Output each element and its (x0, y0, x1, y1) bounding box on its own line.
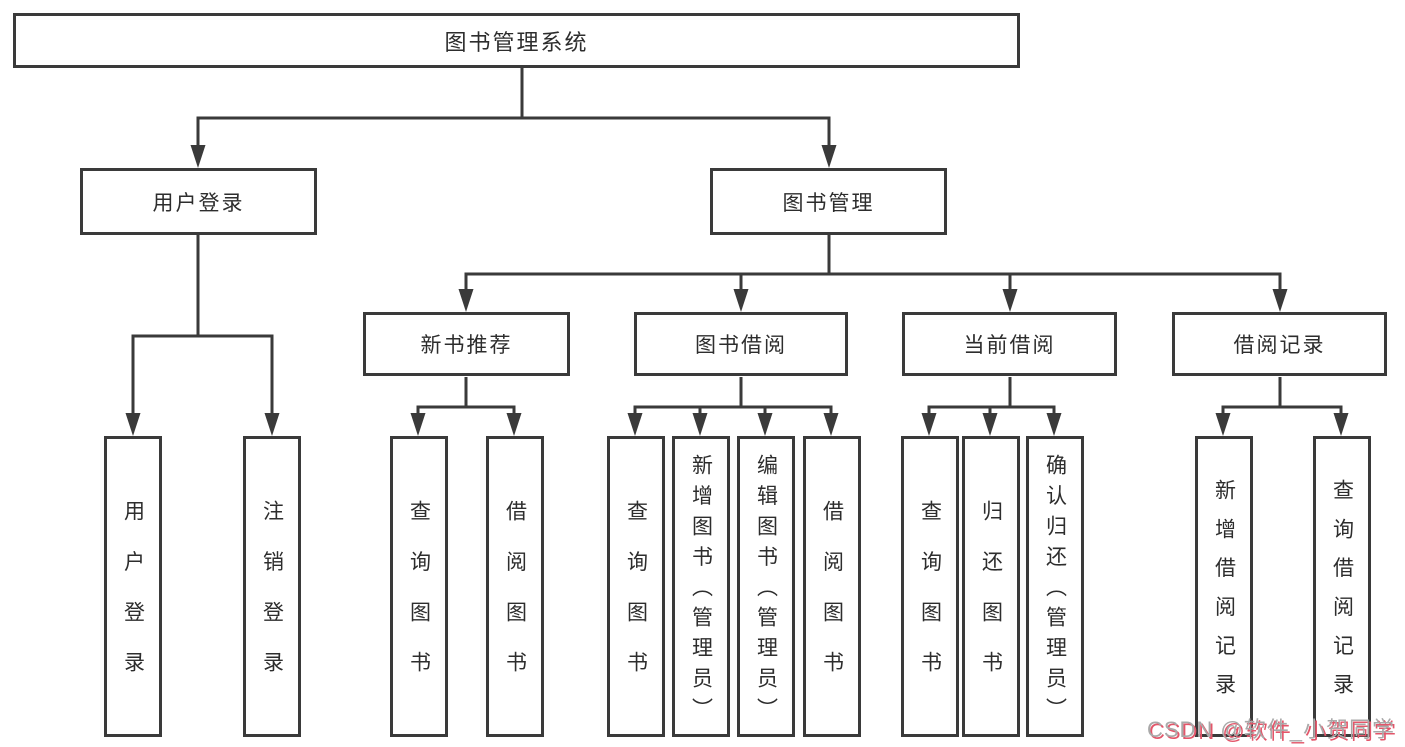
node-borrowing-records: 借阅记录 (1172, 312, 1387, 376)
leaf-query-book-borrow: 查询图书 (607, 436, 665, 737)
leaf-query-book-recommend: 查询图书 (390, 436, 448, 737)
node-label: 新书推荐 (420, 334, 513, 357)
node-label: 图书借阅 (695, 334, 787, 357)
leaf-query-borrow-record: 查询借阅记录 (1313, 436, 1371, 737)
node-label: 图书管理 (782, 191, 875, 215)
leaf-add-book-admin: 新增图书（管理员） (672, 436, 730, 737)
leaf-confirm-return-admin: 确认归还（管理员） (1026, 436, 1084, 737)
node-label: 借阅记录 (1233, 334, 1326, 357)
node-label: 当前借阅 (963, 334, 1056, 357)
leaf-return-book: 归还图书 (962, 436, 1020, 737)
node-label: 用户登录 (152, 191, 245, 215)
leaf-edit-book-admin: 编辑图书（管理员） (737, 436, 795, 737)
node-user-login: 用户登录 (80, 168, 317, 235)
node-label: 图书管理系统 (444, 29, 589, 55)
leaf-borrow-book: 借阅图书 (803, 436, 861, 737)
node-label: 查询借阅记录 (1330, 478, 1354, 712)
node-label: 注销登录 (260, 500, 284, 702)
csdn-watermark: CSDN @软件_小贺同学 (1146, 717, 1395, 742)
leaf-borrow-book-recommend: 借阅图书 (486, 436, 544, 737)
node-book-management: 图书管理 (710, 168, 947, 235)
node-current-borrowing: 当前借阅 (902, 312, 1117, 376)
leaf-query-book-current: 查询图书 (901, 436, 959, 737)
node-label: 用户登录 (121, 500, 145, 702)
node-label: 借阅图书 (820, 500, 844, 702)
node-label: 新增图书（管理员） (689, 454, 713, 729)
node-library-management-system: 图书管理系统 (13, 13, 1020, 68)
node-label: 借阅图书 (503, 500, 527, 702)
node-label: 查询图书 (624, 500, 648, 702)
leaf-logout-login: 注销登录 (243, 436, 301, 737)
node-label: 查询图书 (407, 500, 431, 702)
leaf-add-borrow-record: 新增借阅记录 (1195, 436, 1253, 737)
node-label: 查询图书 (918, 500, 942, 702)
node-label: 归还图书 (979, 500, 1003, 702)
node-label: 新增借阅记录 (1212, 478, 1236, 712)
node-book-borrowing: 图书借阅 (634, 312, 848, 376)
node-new-book-recommendation: 新书推荐 (363, 312, 570, 376)
node-label: 编辑图书（管理员） (754, 454, 778, 729)
leaf-user-login: 用户登录 (104, 436, 162, 737)
node-label: 确认归还（管理员） (1043, 454, 1067, 729)
